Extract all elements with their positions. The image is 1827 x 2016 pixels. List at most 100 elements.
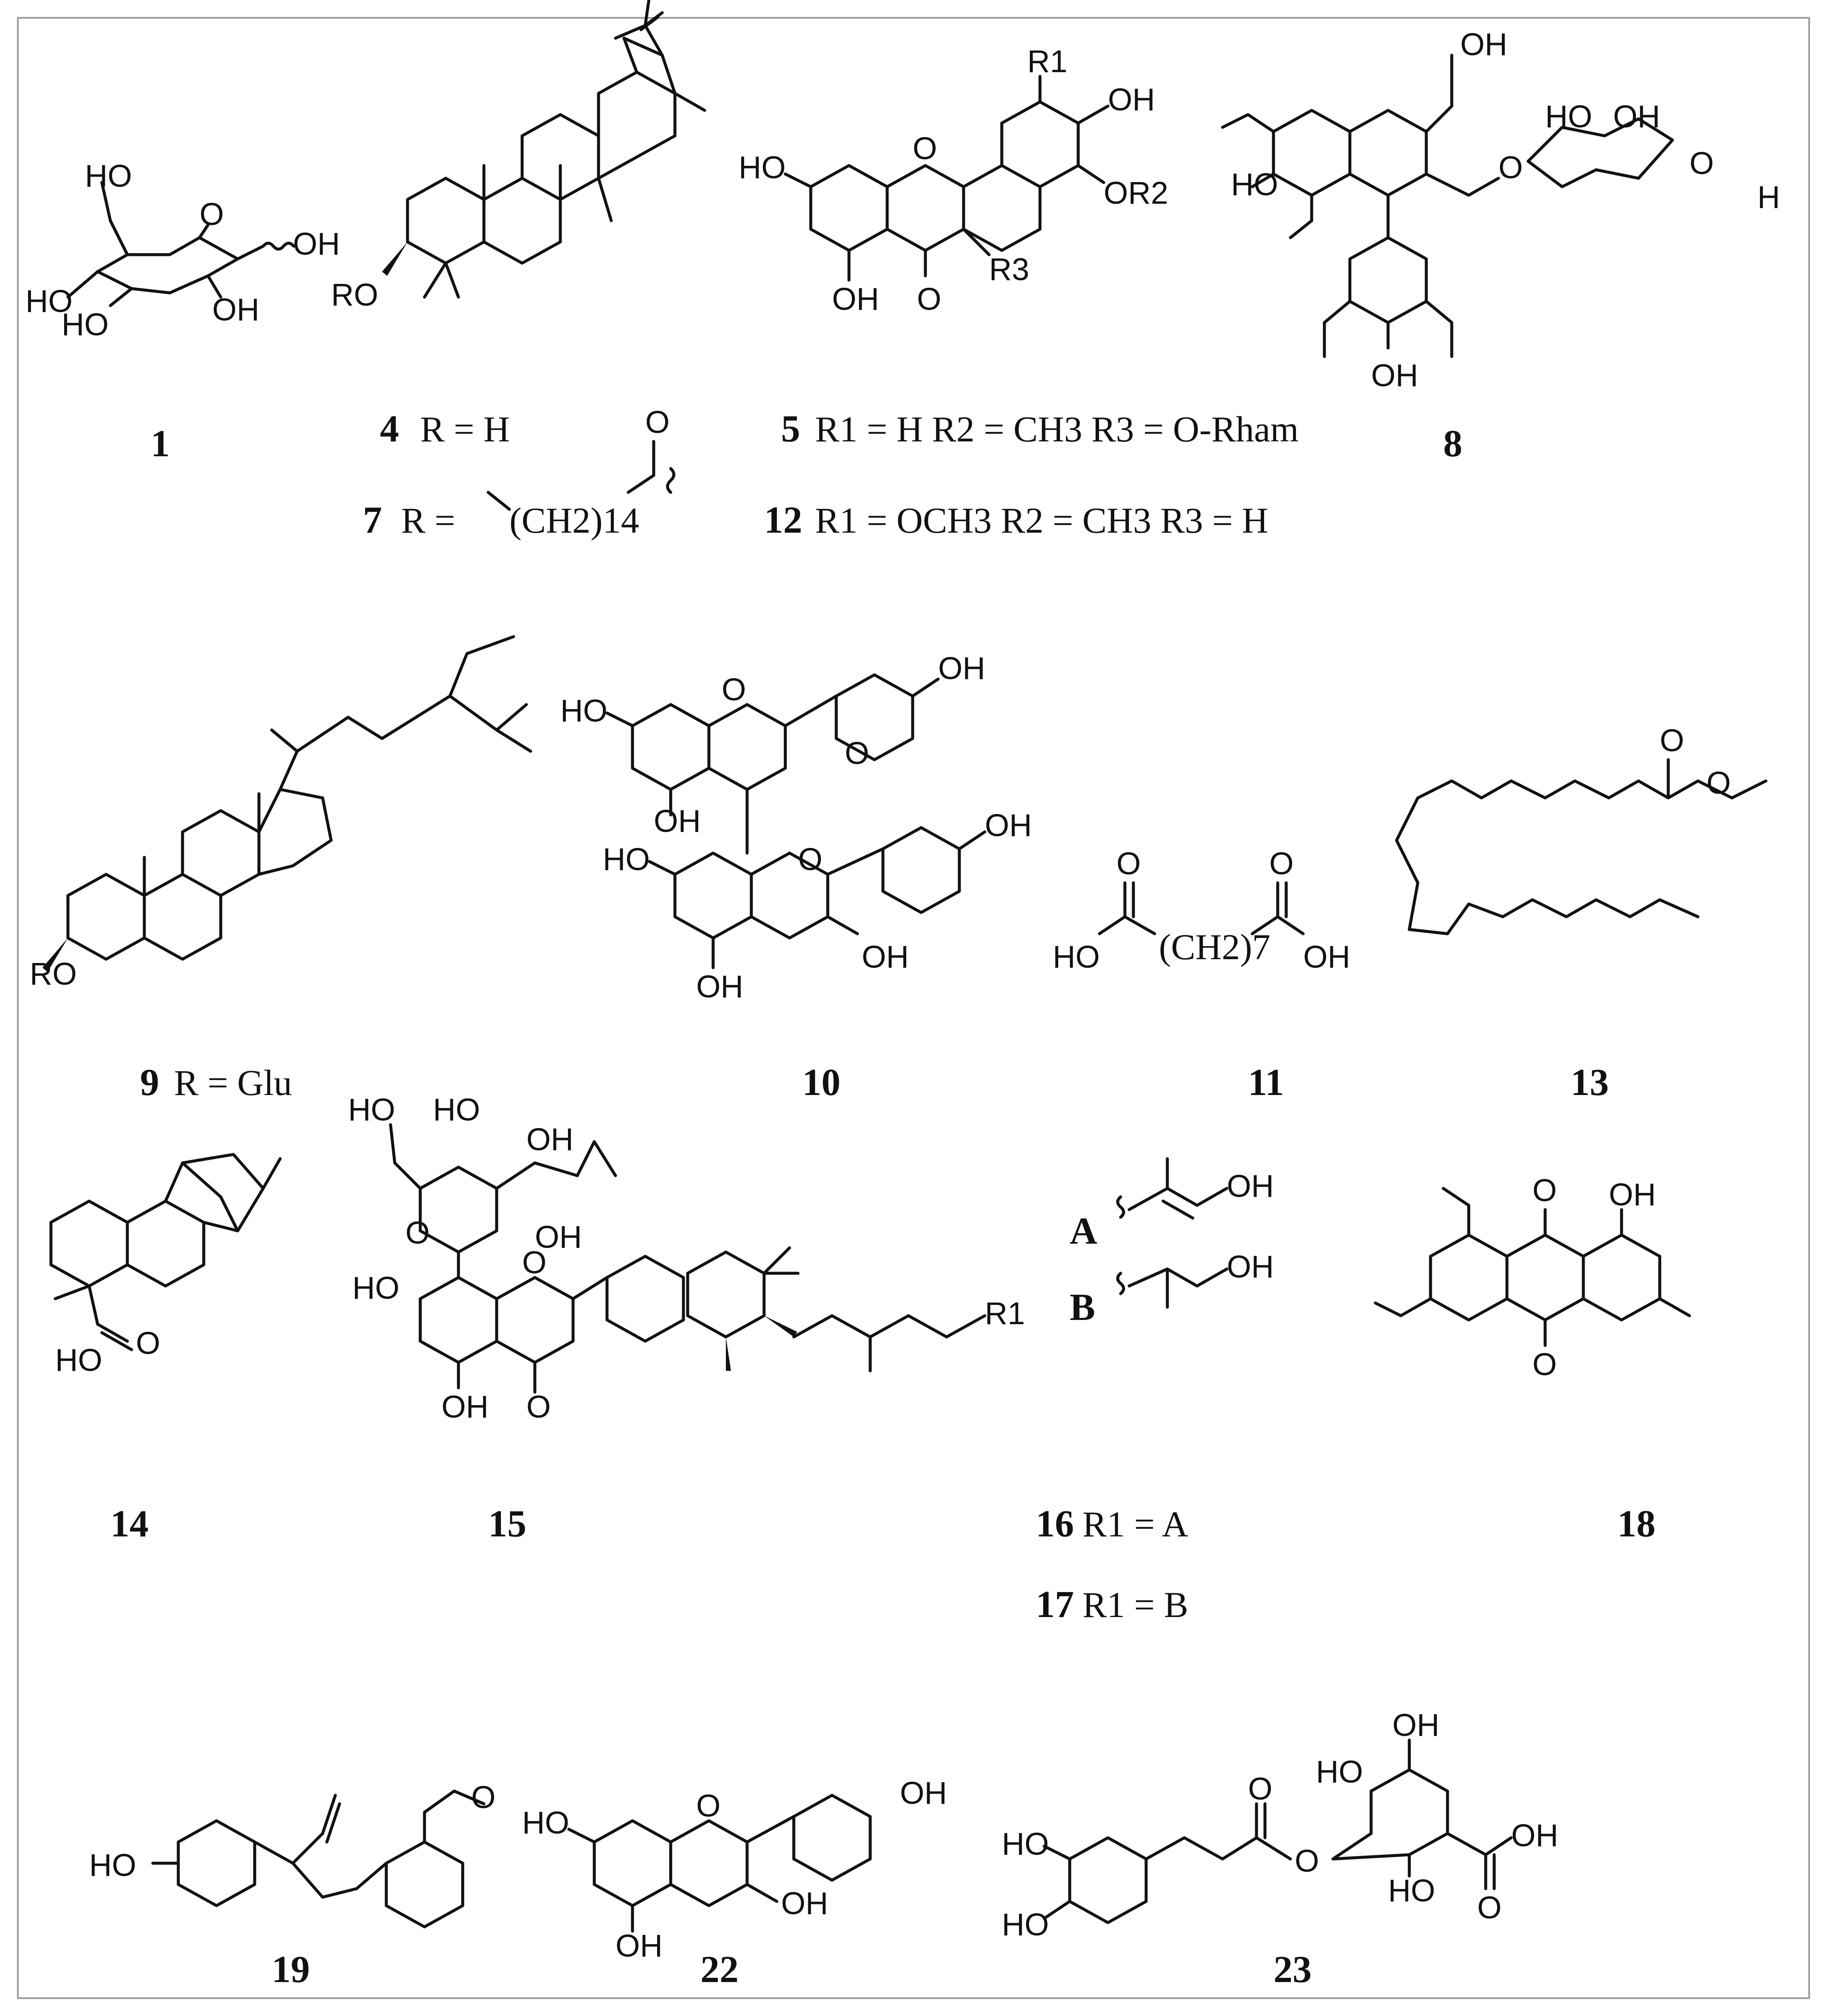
atom-o-1: O	[200, 197, 224, 232]
structure-19: HO O	[89, 1780, 496, 1929]
structure-23: O O OH HO OH O HO HO HO	[1002, 1707, 1558, 1942]
atom-oh-22c: OH	[900, 1775, 947, 1811]
atom-oh-15d: OH	[535, 1219, 582, 1255]
atom-o-5: O	[913, 131, 937, 166]
atom-oh-18b: OH	[1609, 1177, 1656, 1212]
atom-ho-23d: HO	[1316, 1754, 1363, 1789]
atom-oh-15c: OH	[526, 1122, 573, 1157]
figure-border	[17, 17, 1810, 1999]
atom-o-23b: O	[1295, 1843, 1319, 1878]
label-8: 8	[1443, 423, 1462, 465]
definition-16: R1 = A	[1082, 1504, 1188, 1544]
atom-ho-19: HO	[89, 1848, 136, 1883]
atom-ho-23i: HO	[1002, 1907, 1049, 1942]
definition-17: R1 = B	[1082, 1584, 1188, 1625]
atom-o-11a: O	[1116, 846, 1141, 881]
label-9: 9	[140, 1061, 159, 1103]
atom-ho-23h: HO	[1002, 1826, 1049, 1862]
atom-ho-8b: HO	[1231, 167, 1278, 202]
structure-22: HO O OH OH OH	[522, 1775, 947, 1963]
atom-o-7: O	[645, 404, 670, 440]
fragment-b-label: B	[1070, 1286, 1095, 1328]
atom-oh-a: OH	[1227, 1168, 1274, 1204]
label-22: 22	[700, 1949, 739, 1991]
atom-ho-1e: HO	[62, 307, 109, 342]
atom-o-22b: O	[696, 1788, 721, 1823]
structure-18: O OH O	[1374, 1173, 1691, 1382]
atom-oh-10h: OH	[985, 808, 1032, 843]
atom-o-15i: O	[526, 1389, 551, 1424]
label-19: 19	[272, 1949, 310, 1991]
label-17: 17	[1036, 1584, 1074, 1626]
atom-o-15e: O	[405, 1215, 430, 1250]
atom-ho-15b: HO	[433, 1092, 480, 1127]
atom-or2-5: OR2	[1104, 175, 1168, 211]
atom-ro-4: RO	[331, 277, 378, 312]
atom-o-8c: O	[1498, 150, 1523, 185]
fragment-a-label: A	[1070, 1210, 1097, 1252]
structure-5-12: HO O OH O R3 R1 OH OR2	[739, 44, 1168, 317]
atom-ho-15f: HO	[352, 1270, 399, 1306]
atom-oh-10j: OH	[696, 969, 743, 1004]
atom-o-10g: O	[798, 842, 823, 877]
atom-oh-22d: OH	[781, 1886, 828, 1921]
atom-r1-5: R1	[1027, 44, 1068, 79]
atom-o-14: O	[136, 1325, 160, 1361]
atom-o-10b: O	[722, 672, 746, 707]
label-23: 23	[1273, 1949, 1312, 1991]
atom-oh-5b: OH	[832, 281, 879, 317]
atom-oh-23e: OH	[1511, 1818, 1558, 1853]
atom-oh-1a: HO	[85, 158, 132, 194]
fragment-a: A OH	[1070, 1157, 1274, 1252]
definition-12: R1 = OCH3 R2 = CH3 R3 = H	[815, 500, 1268, 541]
atom-o-10c: O	[845, 736, 869, 771]
atom-oh-10d: OH	[938, 651, 985, 686]
label-10: 10	[802, 1061, 840, 1103]
structure-11: O O HO OH (CH2)7	[1053, 846, 1350, 974]
label-16: 16	[1036, 1503, 1074, 1545]
atom-ho-22a: HO	[522, 1805, 569, 1840]
atom-o-13a: O	[1660, 723, 1684, 758]
atom-o-5c: O	[917, 281, 942, 317]
atom-o-11b: O	[1269, 846, 1294, 881]
atom-oh-8h: OH	[1371, 358, 1418, 393]
atom-oh-1c: OH	[212, 292, 259, 327]
label-4: 4	[380, 408, 399, 450]
substituent-7: O (CH2)14	[486, 404, 675, 541]
atom-oh-8e: OH	[1613, 99, 1660, 134]
atom-oh-10i: OH	[862, 939, 909, 974]
atom-oh-23c: OH	[1392, 1707, 1439, 1743]
substituent-11-text: (CH2)7	[1159, 927, 1270, 967]
atom-oh-1b: OH	[293, 226, 340, 261]
atom-oh-15h: OH	[441, 1389, 489, 1424]
structure-4-7: RO	[331, 0, 706, 312]
structure-16-17: R1	[686, 1246, 1025, 1373]
atom-o-23a: O	[1248, 1771, 1273, 1806]
definition-7: R =	[401, 500, 455, 541]
substituent-7-text: (CH2)14	[509, 500, 639, 541]
atom-ho-8d: HO	[1545, 99, 1592, 134]
fragment-b: B OH	[1070, 1249, 1274, 1328]
atom-oh-5d: OH	[1108, 82, 1155, 117]
structure-13: O O	[1395, 723, 1768, 935]
structure-15: HO HO OH OH O HO O OH O	[348, 1092, 685, 1424]
atom-r3-5: R3	[989, 252, 1029, 287]
label-18: 18	[1617, 1503, 1656, 1545]
atom-oh-11d: OH	[1303, 939, 1350, 974]
atom-o-19: O	[471, 1780, 496, 1815]
label-1: 1	[151, 423, 170, 465]
structure-8: OH HO O HO OH O H OH	[1221, 27, 1780, 393]
label-12: 12	[764, 499, 802, 541]
label-5: 5	[781, 408, 800, 450]
label-7: 7	[363, 499, 382, 541]
atom-o-15g: O	[522, 1245, 547, 1280]
atom-ho-10a: HO	[560, 693, 607, 728]
atom-oh-22e: OH	[616, 1928, 663, 1963]
definition-5: R1 = H R2 = CH3 R3 = O-Rham	[815, 409, 1299, 449]
atom-h-8g: H	[1757, 180, 1780, 215]
atom-o-8f: O	[1689, 146, 1714, 181]
atom-o-18c: O	[1532, 1347, 1557, 1382]
atom-ho-5a: HO	[739, 150, 786, 185]
atom-oh-8a: OH	[1460, 27, 1507, 62]
structure-9: RO	[30, 635, 532, 991]
